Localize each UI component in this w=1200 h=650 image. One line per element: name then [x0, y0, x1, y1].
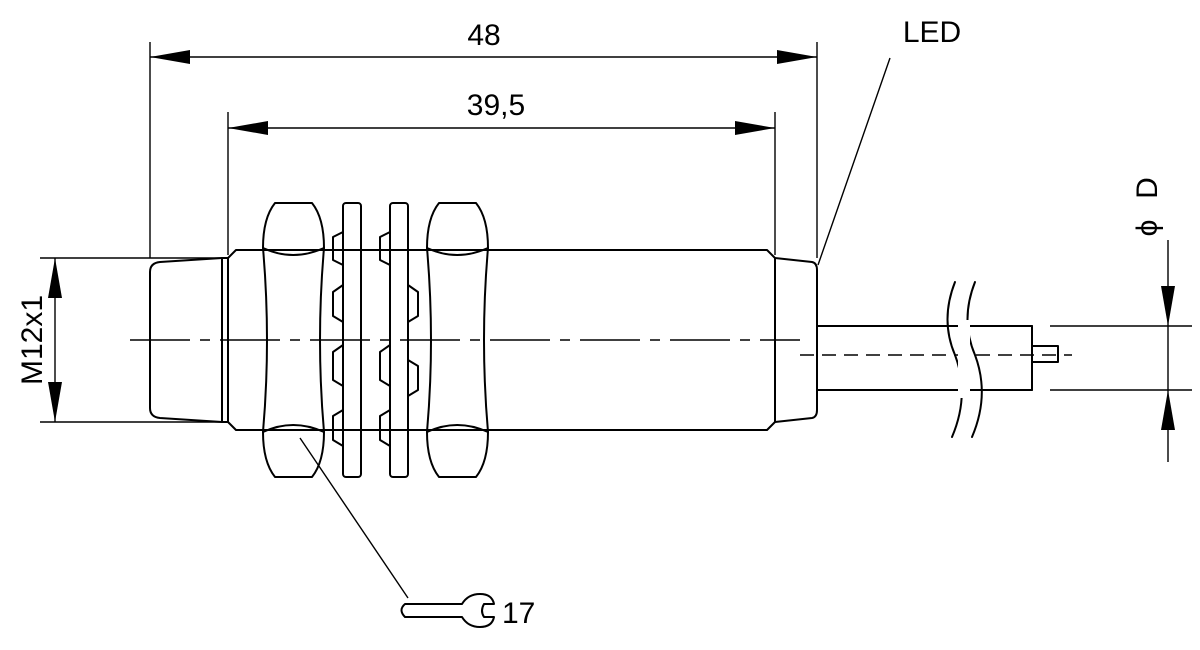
arrow-left-39-5 [228, 121, 268, 135]
label-led: LED [903, 16, 961, 49]
led-leader-line [817, 57, 891, 266]
nut-1-flat-top [262, 247, 325, 256]
led-callout: LED [817, 16, 961, 266]
hex-nut-2 [426, 202, 489, 478]
cable-break-left [946, 281, 963, 438]
washer-2-tooth-d [407, 284, 419, 323]
hex-nut-1 [262, 202, 325, 478]
nut-1-outline [262, 202, 325, 478]
wrench-icon [400, 593, 495, 628]
cable [800, 281, 1072, 438]
label-39-5: 39,5 [467, 89, 525, 122]
label-diameter-letter: D [1131, 177, 1164, 199]
wrench-leader-line [299, 437, 409, 599]
washer-1-tooth-b [332, 284, 344, 323]
arrow-thread-top [48, 258, 62, 298]
wrench-callout: 17 [299, 437, 535, 630]
rear-collar [774, 257, 818, 423]
label-diameter-symbol: ϕ [1131, 220, 1164, 237]
arrow-right-48 [777, 50, 817, 64]
washer-2-tooth-e [407, 359, 419, 397]
washer-1-tooth-a [332, 231, 344, 266]
dimension-diameter: ϕ D [1050, 177, 1192, 462]
label-48: 48 [467, 19, 500, 52]
cable-break-gap [958, 320, 970, 398]
label-wrench-size: 17 [502, 597, 535, 630]
nut-2-flat-top [426, 247, 489, 256]
washer-1-tooth-d [332, 409, 344, 447]
nut-1-flat-bottom [262, 424, 325, 433]
dimension-39-5: 39,5 [227, 89, 776, 255]
washer-2-tooth-c [379, 409, 391, 447]
arrow-dia-bottom [1161, 390, 1175, 430]
cable-core [1031, 345, 1059, 363]
arrow-right-39-5 [735, 121, 775, 135]
arrow-left-48 [150, 50, 190, 64]
nut-2-flat-bottom [426, 424, 489, 433]
cable-break-right [966, 281, 983, 438]
washer-2-tooth-a [379, 231, 391, 266]
arrow-thread-bottom [48, 382, 62, 422]
label-thread: M12x1 [16, 295, 49, 385]
dimension-48: 48 [149, 19, 818, 258]
nut-2-outline [426, 202, 489, 478]
washer-1-tooth-c [332, 344, 344, 387]
arrow-dia-top [1161, 286, 1175, 326]
dimension-thread: M12x1 [16, 257, 222, 423]
washer-2-tooth-b [379, 344, 391, 387]
